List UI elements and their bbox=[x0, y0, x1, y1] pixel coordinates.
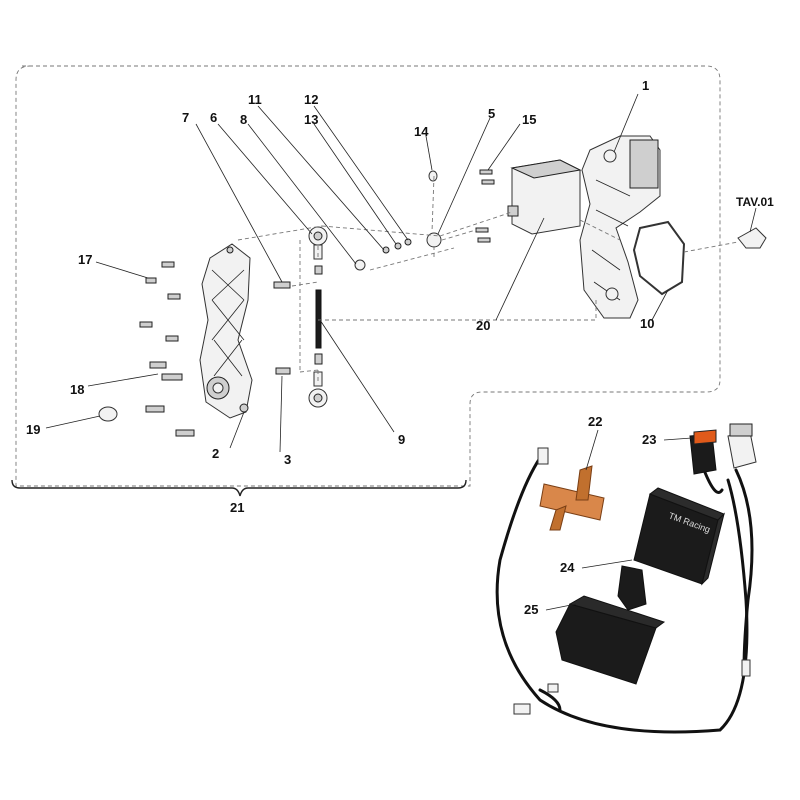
callout-9: 9 bbox=[398, 432, 405, 447]
callout-10: 10 bbox=[640, 316, 654, 331]
cover-plate-part bbox=[199, 243, 253, 419]
callout-21: 21 bbox=[230, 500, 244, 515]
oring-part bbox=[428, 170, 438, 182]
callout-24: 24 bbox=[560, 560, 575, 575]
wiring-harness-part bbox=[495, 447, 754, 734]
callout-25: 25 bbox=[524, 602, 538, 617]
alignment-lines bbox=[237, 175, 739, 384]
washer-8-part bbox=[354, 259, 366, 271]
servo-actuator-part bbox=[507, 159, 582, 235]
callout-19: 19 bbox=[26, 422, 40, 437]
callout-23: 23 bbox=[642, 432, 656, 447]
callout-2: 2 bbox=[212, 446, 219, 461]
tav01-bracket-part bbox=[737, 227, 767, 249]
callout-14: 14 bbox=[414, 124, 429, 139]
gasket-part bbox=[632, 220, 686, 296]
connector-23-part bbox=[689, 423, 757, 475]
callout-20: 20 bbox=[476, 318, 490, 333]
leader-lines bbox=[45, 93, 757, 611]
callout-15: 15 bbox=[522, 112, 536, 127]
nut-13-part bbox=[394, 242, 402, 250]
callout-labels: 1 2 3 5 6 7 8 9 10 11 12 13 14 15 17 18 … bbox=[26, 78, 774, 617]
callout-17: 17 bbox=[78, 252, 92, 267]
screw-7-part bbox=[273, 281, 291, 289]
group-21-bracket bbox=[11, 479, 467, 497]
callout-tav01: TAV.01 bbox=[736, 195, 774, 209]
valve-housing-part bbox=[579, 135, 661, 319]
callout-18: 18 bbox=[70, 382, 84, 397]
nut-11-part bbox=[382, 246, 390, 254]
ecu-cover-part bbox=[555, 595, 666, 685]
washer-part bbox=[98, 406, 118, 422]
callout-1: 1 bbox=[642, 78, 649, 93]
callout-5: 5 bbox=[488, 106, 495, 121]
assembly-boundary bbox=[15, 65, 721, 487]
nut-12-part bbox=[404, 238, 412, 246]
callout-13: 13 bbox=[304, 112, 318, 127]
callout-8: 8 bbox=[240, 112, 247, 127]
callout-22: 22 bbox=[588, 414, 602, 429]
fuse-holder-part bbox=[539, 465, 605, 531]
callout-3: 3 bbox=[284, 452, 291, 467]
callout-12: 12 bbox=[304, 92, 318, 107]
ecu-unit-part: TM Racing bbox=[617, 487, 725, 611]
callout-6: 6 bbox=[210, 110, 217, 125]
screw-set-15 bbox=[475, 169, 495, 243]
linkage-rod-part bbox=[308, 226, 328, 408]
callout-7: 7 bbox=[182, 110, 189, 125]
screw-set-left bbox=[139, 261, 195, 437]
callout-11: 11 bbox=[248, 92, 262, 107]
screw-3-part bbox=[275, 367, 291, 375]
